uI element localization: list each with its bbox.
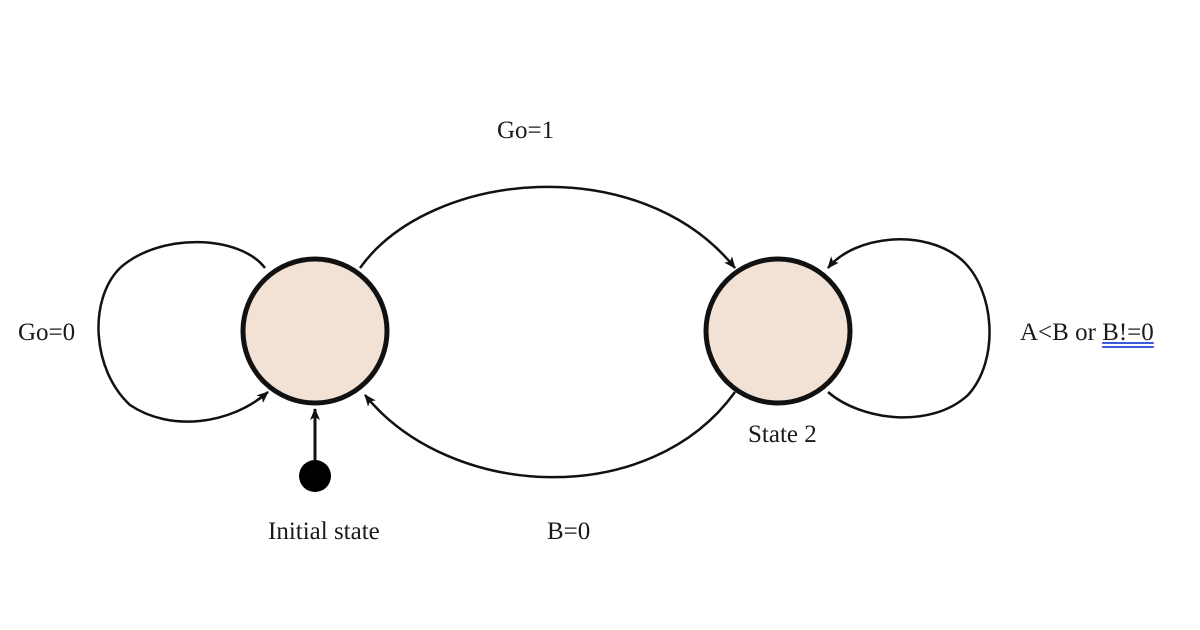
transition-label-go-1: Go=1	[497, 117, 555, 144]
initial-state-label: Initial state	[268, 518, 380, 545]
transition-label-self-loop-state2: A<B or B!=0	[1020, 320, 1154, 345]
transition-state2-to-state1	[364, 391, 737, 479]
self-loop-state2-underlined: B!=0	[1102, 319, 1154, 346]
transition-state1-to-state2	[358, 185, 736, 269]
state2-node	[703, 256, 853, 406]
self-loop-state1-edge	[97, 240, 269, 423]
state2-label: State 2	[748, 421, 817, 448]
self-loop-state2-prefix: A<B or	[1020, 319, 1103, 346]
self-loop-state2-edge	[827, 238, 991, 419]
state1-node	[240, 256, 390, 406]
initial-state-dot	[299, 460, 331, 492]
transition-label-b-0: B=0	[547, 518, 591, 545]
transition-label-go-0: Go=0	[18, 319, 76, 346]
